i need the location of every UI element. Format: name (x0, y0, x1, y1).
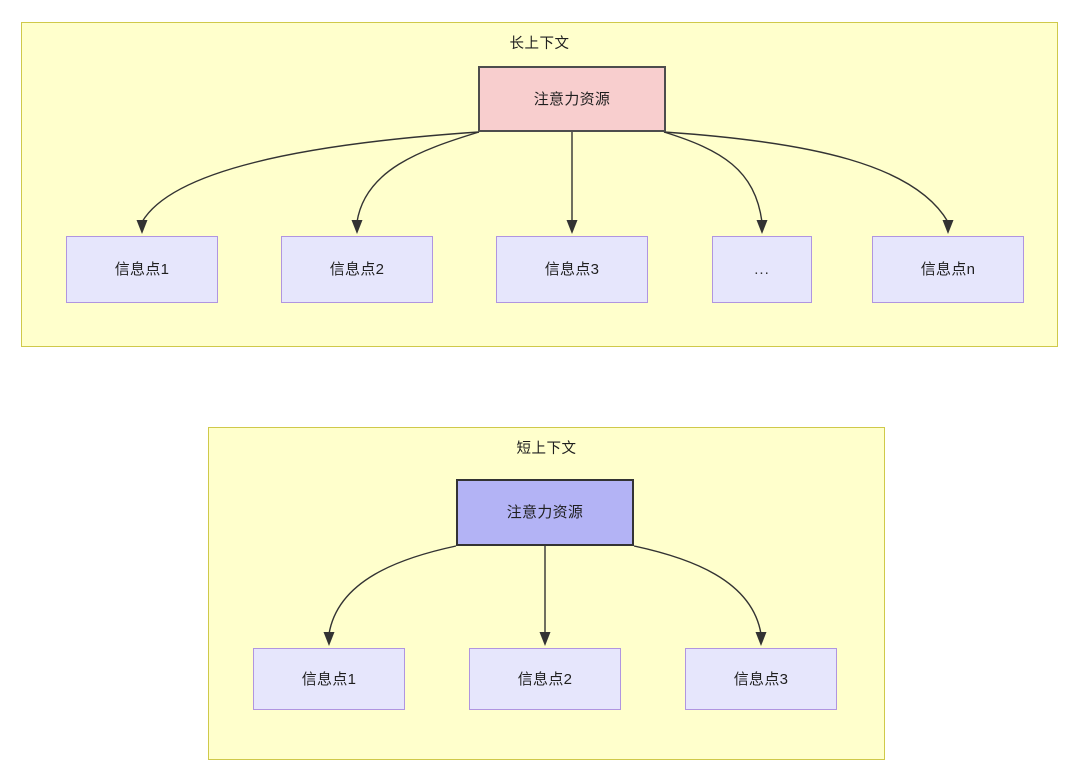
node-label: 信息点2 (329, 261, 385, 278)
node-info-point-2-long[interactable]: 信息点2 (281, 236, 433, 303)
node-info-point-3-short[interactable]: 信息点3 (685, 648, 837, 710)
node-label: 注意力资源 (533, 90, 611, 108)
group-short-context-title: 短上下文 (516, 441, 577, 457)
node-label: 信息点2 (517, 670, 573, 688)
node-label: ... (754, 261, 770, 278)
node-label: 信息点3 (733, 670, 789, 688)
node-info-point-2-short[interactable]: 信息点2 (469, 648, 621, 710)
node-info-point-3-long[interactable]: 信息点3 (496, 236, 648, 303)
node-label: 信息点1 (114, 261, 170, 278)
group-long-context-title: 长上下文 (509, 36, 570, 52)
node-info-point-1-short[interactable]: 信息点1 (253, 648, 405, 710)
node-info-point-n-long[interactable]: 信息点n (872, 236, 1024, 303)
node-info-point-1-long[interactable]: 信息点1 (66, 236, 218, 303)
node-info-point-ellipsis-long[interactable]: ... (712, 236, 812, 303)
node-label: 信息点n (920, 261, 976, 278)
node-label: 注意力资源 (506, 504, 584, 521)
group-short-context: 短上下文 (208, 427, 885, 760)
node-attention-resource-long[interactable]: 注意力资源 (478, 66, 666, 132)
node-label: 信息点3 (544, 261, 600, 278)
node-label: 信息点1 (301, 670, 357, 688)
node-attention-resource-short[interactable]: 注意力资源 (456, 479, 634, 546)
